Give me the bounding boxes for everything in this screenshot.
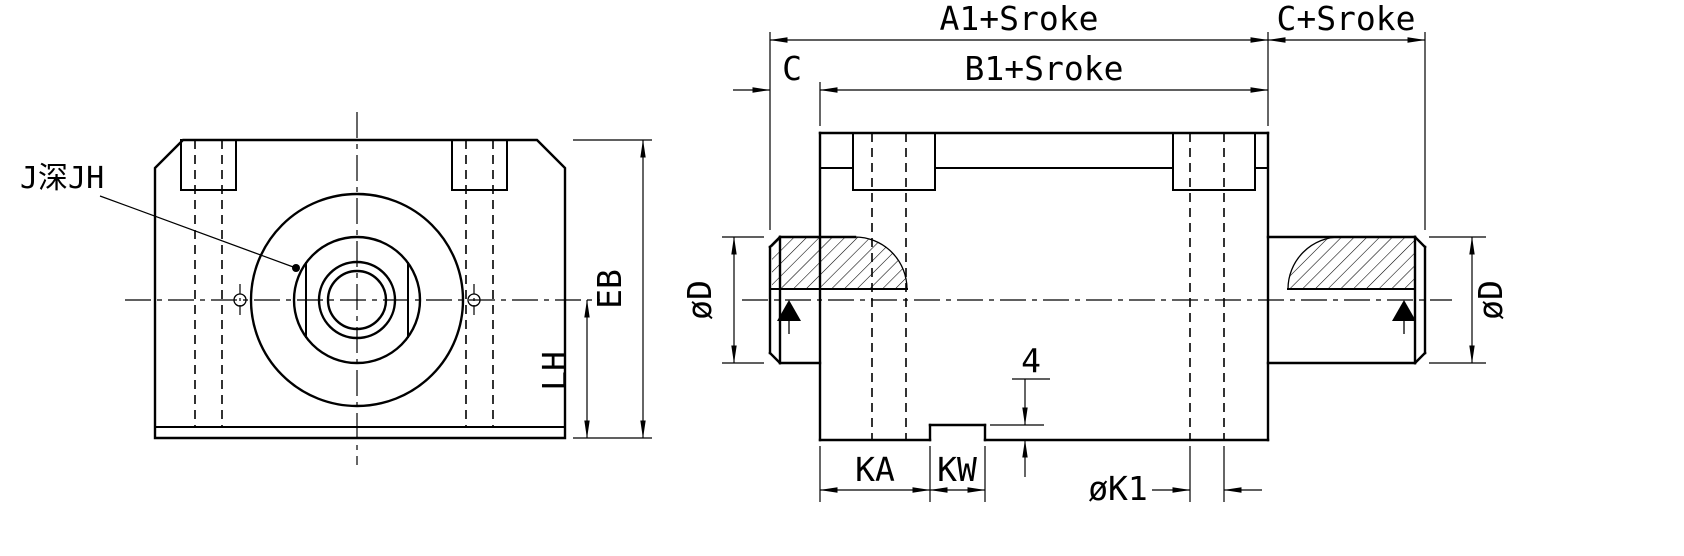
front-spotface-left: [180, 139, 237, 191]
c-dimension: C: [733, 49, 802, 93]
d-dimension-right: øD: [1429, 236, 1510, 364]
dim-label-d-left: øD: [680, 280, 719, 320]
side-section-hatch-right: [1287, 236, 1415, 290]
c-stroke-dimension: C+Sroke: [1267, 0, 1426, 43]
dim-label-c: C: [782, 49, 802, 88]
side-counterbore-left: [852, 132, 936, 191]
dim-label-a1-stroke: A1+Sroke: [940, 0, 1099, 38]
side-section-hatch-left: [771, 236, 908, 290]
k1-dimension: øK1: [1088, 469, 1262, 508]
a1-dimension: A1+Sroke: [769, 0, 1269, 43]
dim-label-ka: KA: [855, 450, 895, 489]
dim-label-b1-stroke: B1+Sroke: [965, 49, 1124, 88]
side-hidden-holes: [871, 133, 1225, 440]
dim-label-c-stroke: C+Sroke: [1276, 0, 1415, 38]
front-view: J深JH EB LH: [20, 112, 652, 465]
port-mark-left: [777, 300, 801, 334]
side-counterbore-right: [1172, 132, 1256, 191]
b1-dimension: B1+Sroke: [819, 49, 1269, 93]
leader-label-j: J深JH: [20, 161, 104, 196]
kw-dimension: KW: [929, 450, 986, 493]
front-leader: J深JH: [20, 161, 300, 272]
leader-dot: [292, 264, 300, 272]
dim-label-lh: LH: [535, 351, 574, 391]
slot-depth-dimension: 4: [990, 341, 1050, 477]
lh-dimension: LH: [535, 299, 590, 439]
port-mark-right: [1392, 300, 1416, 334]
dim-label-4: 4: [1021, 341, 1041, 380]
side-body-outline: [818, 131, 1270, 442]
dim-label-k1: øK1: [1088, 469, 1148, 508]
eb-dimension: EB: [573, 139, 652, 439]
dim-label-d-right: øD: [1471, 280, 1510, 320]
d-dimension-left: øD: [680, 236, 764, 364]
front-centerlines: [125, 112, 600, 465]
front-spotface-right: [451, 139, 508, 191]
ka-dimension: KA: [819, 450, 931, 493]
dim-label-kw: KW: [937, 450, 977, 489]
top-extension-lines: [769, 32, 1426, 230]
side-view: A1+Sroke C+Sroke B1+Sroke C øD øD: [680, 0, 1510, 508]
front-hidden-holes: [194, 140, 494, 427]
front-outline: [153, 138, 567, 440]
dim-label-eb: EB: [590, 269, 629, 309]
